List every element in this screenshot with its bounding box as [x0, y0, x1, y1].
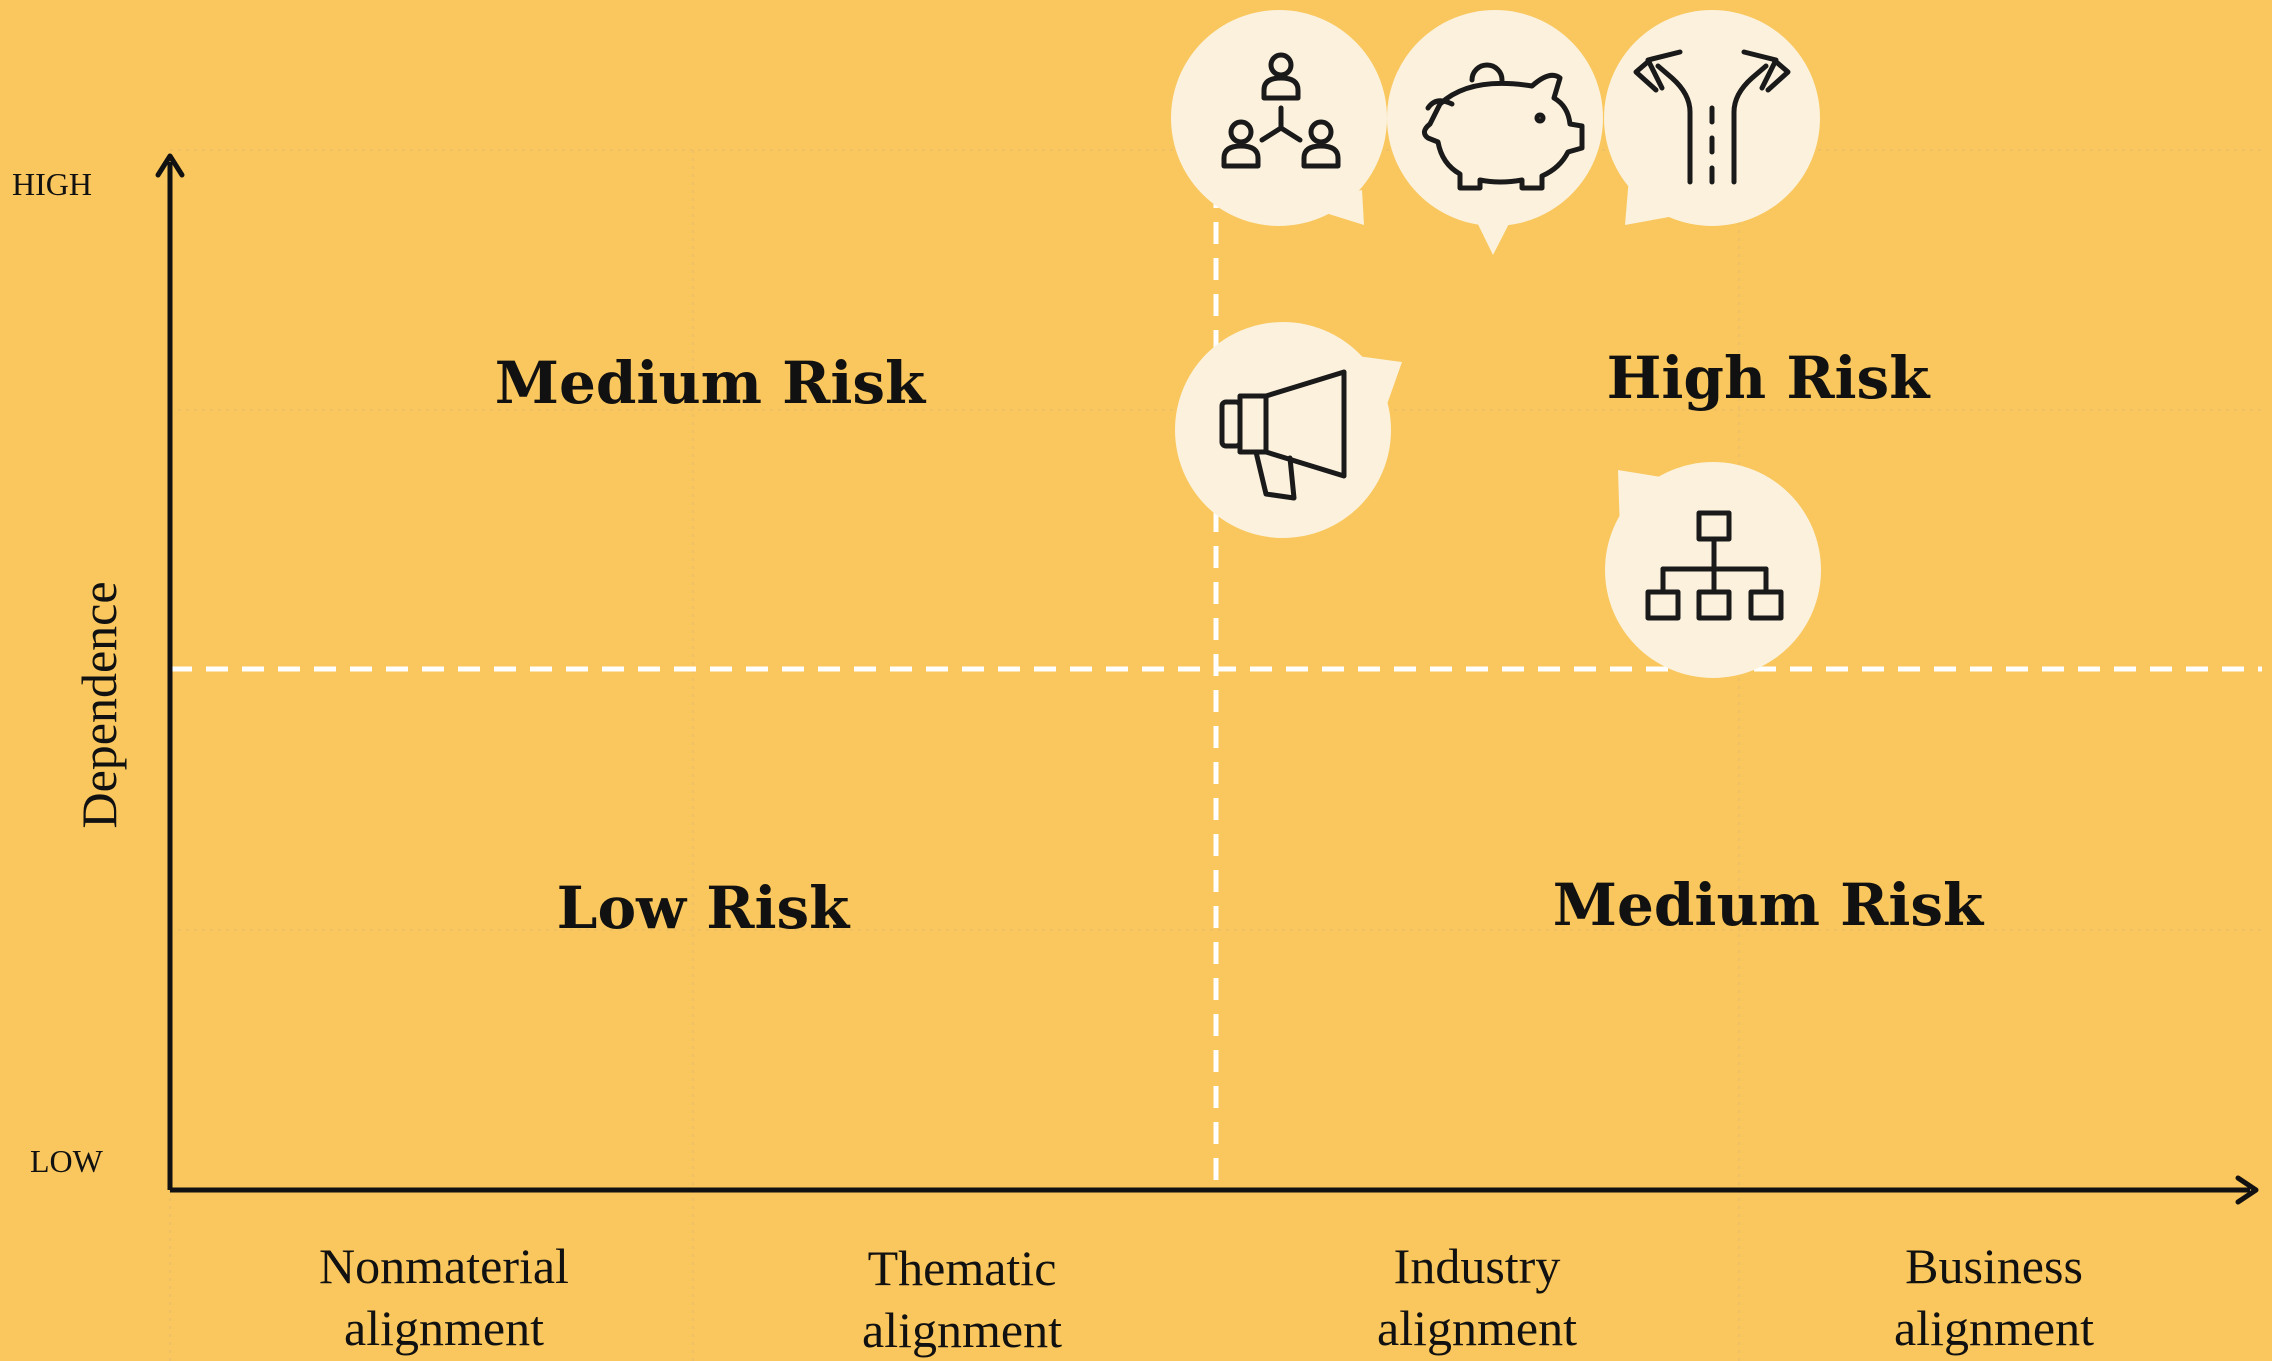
column-label-line1: Thematic [868, 1240, 1057, 1296]
quadrant-top-left-label: Medium Risk [495, 349, 927, 417]
piggy-bank-icon [1422, 62, 1585, 191]
megaphone-icon [1219, 369, 1347, 501]
piggy-bank-bubble [1387, 10, 1603, 255]
column-label-line2: alignment [862, 1302, 1062, 1358]
column-label-nonmaterial: Nonmaterial alignment [319, 1238, 569, 1356]
x-axis [170, 1175, 2259, 1205]
column-label-business: Business alignment [1894, 1238, 2094, 1356]
column-label-line2: alignment [1377, 1300, 1577, 1356]
column-label-thematic: Thematic alignment [862, 1240, 1062, 1358]
y-axis-high-label: HIGH [12, 166, 92, 202]
column-label-line1: Nonmaterial [319, 1238, 569, 1294]
quadrant-bottom-left-label: Low Risk [557, 874, 851, 942]
people-network-icon [1221, 52, 1341, 169]
column-label-line1: Business [1905, 1238, 2083, 1294]
grid-lines [169, 149, 2262, 1361]
quadrant-top-right-label: High Risk [1607, 344, 1932, 412]
crossroads-icon [1633, 49, 1791, 185]
people-network-bubble [1171, 10, 1387, 226]
org-chart-icon [1645, 510, 1784, 621]
column-label-line2: alignment [1894, 1300, 2094, 1356]
y-axis-low-label: LOW [30, 1143, 104, 1179]
column-label-industry: Industry alignment [1377, 1238, 1577, 1356]
megaphone-bubble [1175, 322, 1402, 538]
column-label-line2: alignment [344, 1300, 544, 1356]
quadrant-bottom-right-label: Medium Risk [1553, 871, 1985, 939]
crossroads-bubble [1604, 10, 1820, 226]
y-axis [155, 153, 185, 1190]
column-label-line1: Industry [1394, 1238, 1561, 1294]
org-chart-bubble [1605, 462, 1821, 678]
y-axis-title: Dependence [71, 581, 127, 828]
